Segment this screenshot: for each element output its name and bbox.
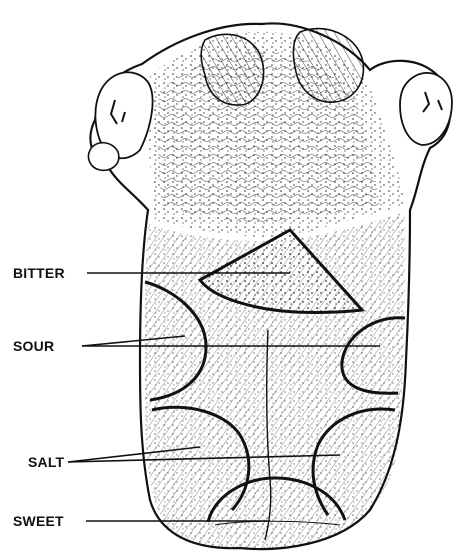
left-lobe-small — [88, 143, 118, 171]
label-sweet: SWEET — [13, 513, 64, 529]
label-bitter: BITTER — [13, 265, 65, 281]
label-sour: SOUR — [13, 338, 54, 354]
label-salt: SALT — [28, 454, 64, 470]
